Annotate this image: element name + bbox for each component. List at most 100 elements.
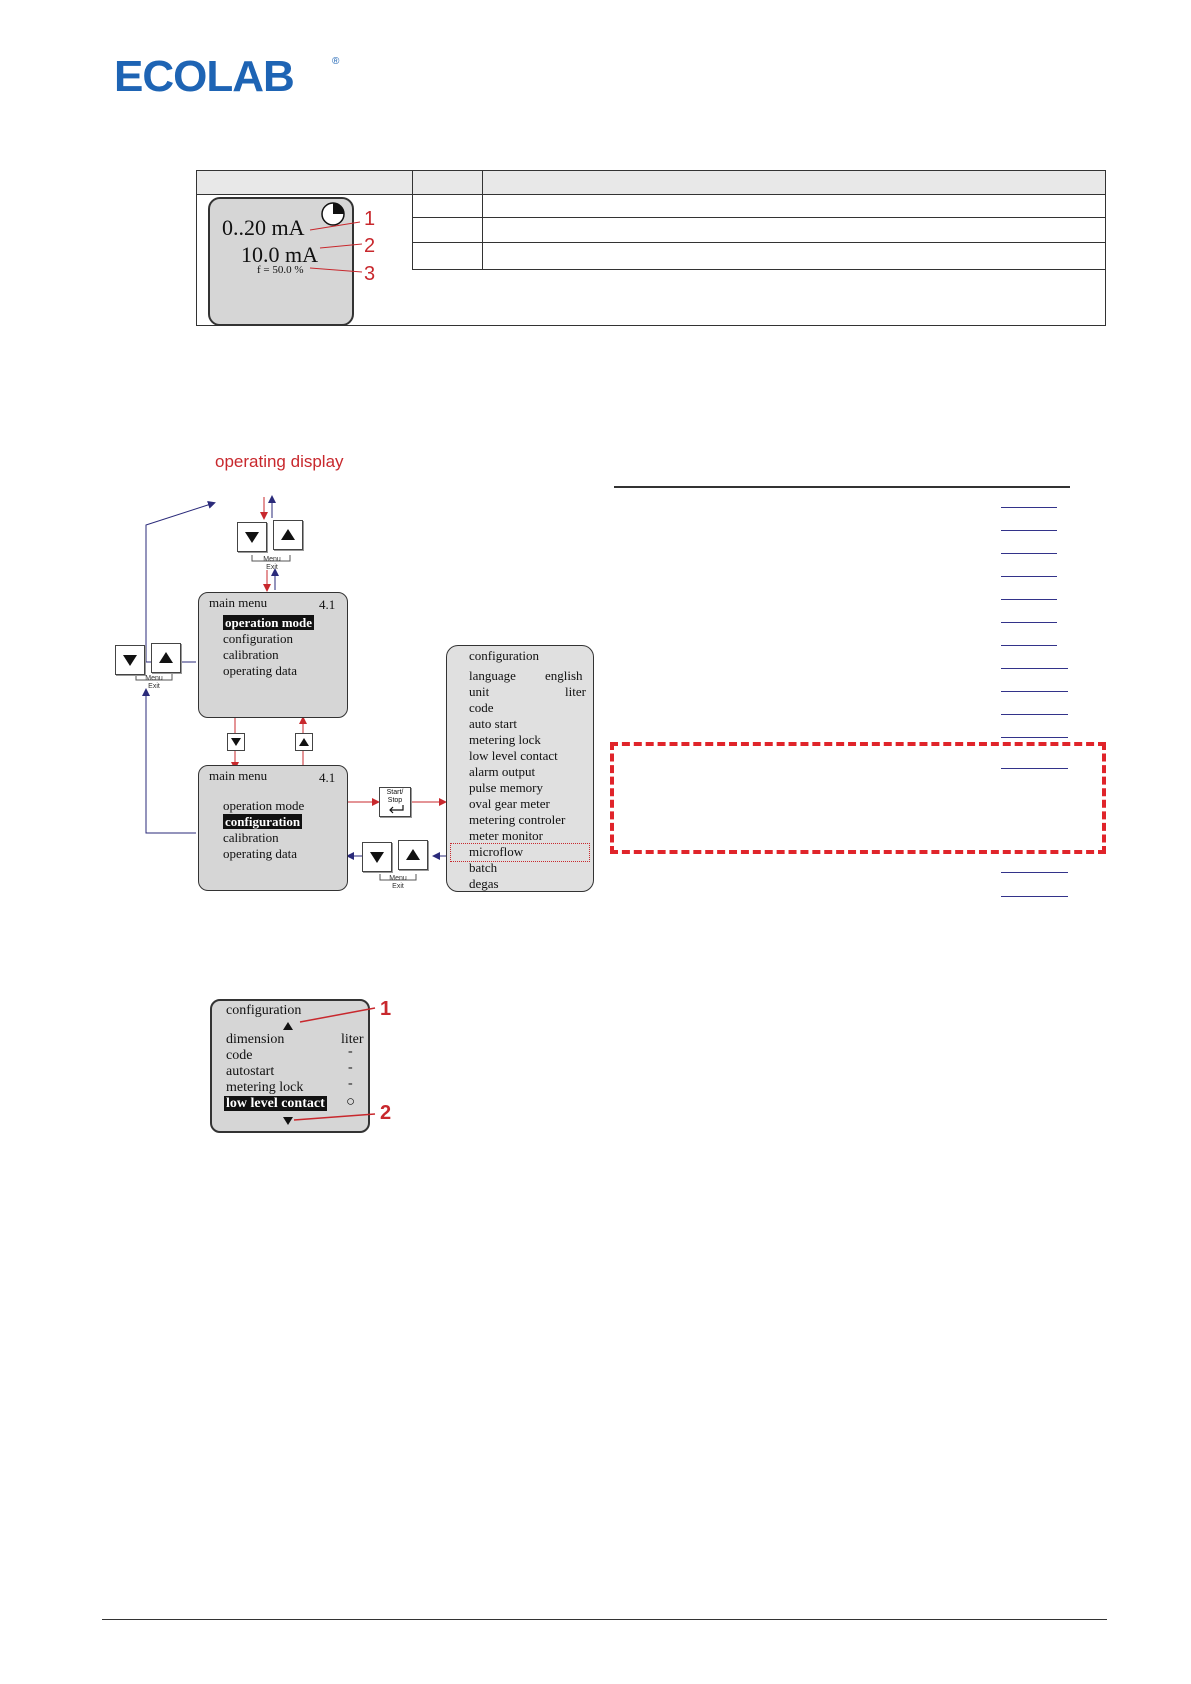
value-dimension: liter bbox=[341, 1032, 364, 1047]
red-dashed-highlight bbox=[610, 742, 1106, 854]
page-ref-link[interactable] bbox=[1001, 645, 1057, 646]
config-item-oval-gear-meter[interactable]: oval gear meter bbox=[469, 796, 550, 811]
up-button-top[interactable] bbox=[273, 520, 303, 550]
page-ref-link[interactable] bbox=[1001, 530, 1057, 531]
operating-display-lcd: 0..20 mA 10.0 mA f = 50.0 % bbox=[208, 197, 354, 326]
item-metering-lock[interactable]: metering lock bbox=[226, 1080, 304, 1095]
config-item-batch[interactable]: batch bbox=[469, 860, 498, 875]
pie-status-icon bbox=[321, 202, 345, 226]
value-autostart: - bbox=[348, 1060, 353, 1075]
main-menu-lcd-1: main menu 4.1 operation mode configurati… bbox=[198, 592, 348, 718]
callout-lines-1 bbox=[309, 221, 363, 273]
registered-mark: ® bbox=[332, 56, 340, 67]
arrow-up-icon bbox=[406, 849, 420, 860]
page-ref-link[interactable] bbox=[1001, 599, 1057, 600]
page-ref-link[interactable] bbox=[1001, 737, 1068, 738]
config-item-pulse-memory[interactable]: pulse memory bbox=[469, 780, 544, 795]
config-display-title: configuration bbox=[226, 1003, 302, 1018]
menu-item-operation-mode: operation mode bbox=[223, 615, 315, 631]
ecolab-logo: ECOLAB ® bbox=[114, 54, 344, 100]
value-low-level-contact: ○ bbox=[346, 1094, 356, 1110]
selected-item[interactable]: operation mode bbox=[223, 615, 315, 630]
item-dimension[interactable]: dimension bbox=[226, 1032, 285, 1047]
config-item-microflow[interactable]: microflow bbox=[469, 844, 524, 859]
item-autostart[interactable]: autostart bbox=[226, 1064, 275, 1079]
main-menu-lcd-2: main menu 4.1 operation mode configurati… bbox=[198, 765, 348, 891]
value-code: - bbox=[348, 1044, 353, 1059]
config-item-low-level-contact[interactable]: low level contact bbox=[469, 748, 558, 763]
menu-item-operating-data[interactable]: operating data bbox=[223, 846, 297, 861]
selected-item[interactable]: low level contact bbox=[224, 1096, 327, 1111]
arrow-down-icon bbox=[123, 655, 137, 666]
page-ref-link[interactable] bbox=[1001, 507, 1057, 508]
configuration-menu-lcd: configuration language english unit lite… bbox=[446, 645, 594, 892]
up-button-left[interactable] bbox=[151, 643, 181, 673]
config-item-code[interactable]: code bbox=[469, 700, 494, 715]
display-table bbox=[196, 170, 1106, 326]
arrow-up-icon bbox=[299, 738, 309, 746]
page-ref-link[interactable] bbox=[1001, 622, 1057, 623]
callout-2: 2 bbox=[380, 1102, 392, 1124]
page-ref-link[interactable] bbox=[1001, 872, 1068, 873]
config-item-meter-monitor[interactable]: meter monitor bbox=[469, 828, 544, 843]
menu-item-configuration[interactable]: configuration bbox=[223, 631, 294, 646]
menu-item-calibration[interactable]: calibration bbox=[223, 830, 279, 845]
config-item-metering-lock[interactable]: metering lock bbox=[469, 732, 541, 747]
config-item-degas[interactable]: degas bbox=[469, 876, 499, 891]
callout-1: 1 bbox=[364, 208, 376, 230]
config-item-language[interactable]: language bbox=[469, 668, 516, 683]
menu-item-operating-data[interactable]: operating data bbox=[223, 663, 297, 678]
page-ref-link[interactable] bbox=[1001, 576, 1057, 577]
arrow-down-icon bbox=[245, 532, 259, 543]
arrow-down-icon bbox=[231, 738, 241, 746]
footer-rule bbox=[102, 1619, 1107, 1620]
page-ref-link[interactable] bbox=[1001, 714, 1068, 715]
config-item-unit[interactable]: unit bbox=[469, 684, 490, 699]
logo-wordmark: ECOLAB bbox=[114, 52, 295, 101]
page-ref-link[interactable] bbox=[1001, 896, 1068, 897]
down-button-top[interactable] bbox=[237, 522, 267, 552]
config-item-alarm-output[interactable]: alarm output bbox=[469, 764, 536, 779]
page-ref-link[interactable] bbox=[1001, 553, 1057, 554]
down-button-left[interactable] bbox=[115, 645, 145, 675]
config-item-metering-controler[interactable]: metering controler bbox=[469, 812, 566, 827]
operating-display-label: operating display bbox=[215, 452, 344, 471]
enter-icon bbox=[389, 805, 404, 814]
factor-text: f = 50.0 % bbox=[257, 264, 304, 276]
table-header-rule bbox=[614, 486, 1070, 488]
configuration-display-lcd: configuration dimension liter code - aut… bbox=[210, 999, 370, 1133]
config-value-language: english bbox=[545, 668, 583, 683]
callout-1: 1 bbox=[380, 998, 392, 1020]
callout-2: 2 bbox=[364, 235, 376, 257]
arrow-up-icon bbox=[159, 652, 173, 663]
scroll-up-icon bbox=[283, 1022, 293, 1030]
config-item-auto-start[interactable]: auto start bbox=[469, 716, 518, 731]
main-menu-title: main menu bbox=[209, 768, 268, 783]
down-button-small[interactable] bbox=[227, 733, 245, 751]
callout-lines-2 bbox=[293, 1007, 376, 1121]
item-code[interactable]: code bbox=[226, 1048, 253, 1063]
up-button-small[interactable] bbox=[295, 733, 313, 751]
arrow-up-icon bbox=[281, 529, 295, 540]
selected-item[interactable]: configuration bbox=[223, 814, 303, 829]
arrow-down-icon bbox=[370, 852, 384, 863]
value-text: 10.0 mA bbox=[241, 242, 318, 267]
menu-item-configuration: configuration bbox=[223, 814, 303, 830]
page-ref-link[interactable] bbox=[1001, 668, 1068, 669]
page-ref-link[interactable] bbox=[1001, 768, 1068, 769]
config-value-unit: liter bbox=[565, 684, 586, 699]
down-button-bottom[interactable] bbox=[362, 842, 392, 872]
menu-item-operation-mode[interactable]: operation mode bbox=[223, 798, 305, 813]
callout-3: 3 bbox=[364, 263, 376, 285]
value-metering-lock: - bbox=[348, 1076, 353, 1091]
start-stop-button[interactable]: Start/Stop bbox=[379, 787, 411, 817]
page-ref-link[interactable] bbox=[1001, 691, 1068, 692]
menu-item-calibration[interactable]: calibration bbox=[223, 647, 279, 662]
up-button-bottom[interactable] bbox=[398, 840, 428, 870]
main-menu-title: main menu bbox=[209, 595, 268, 610]
main-menu-number: 4.1 bbox=[319, 770, 336, 785]
range-text: 0..20 mA bbox=[222, 215, 305, 240]
scroll-down-icon bbox=[283, 1117, 293, 1125]
